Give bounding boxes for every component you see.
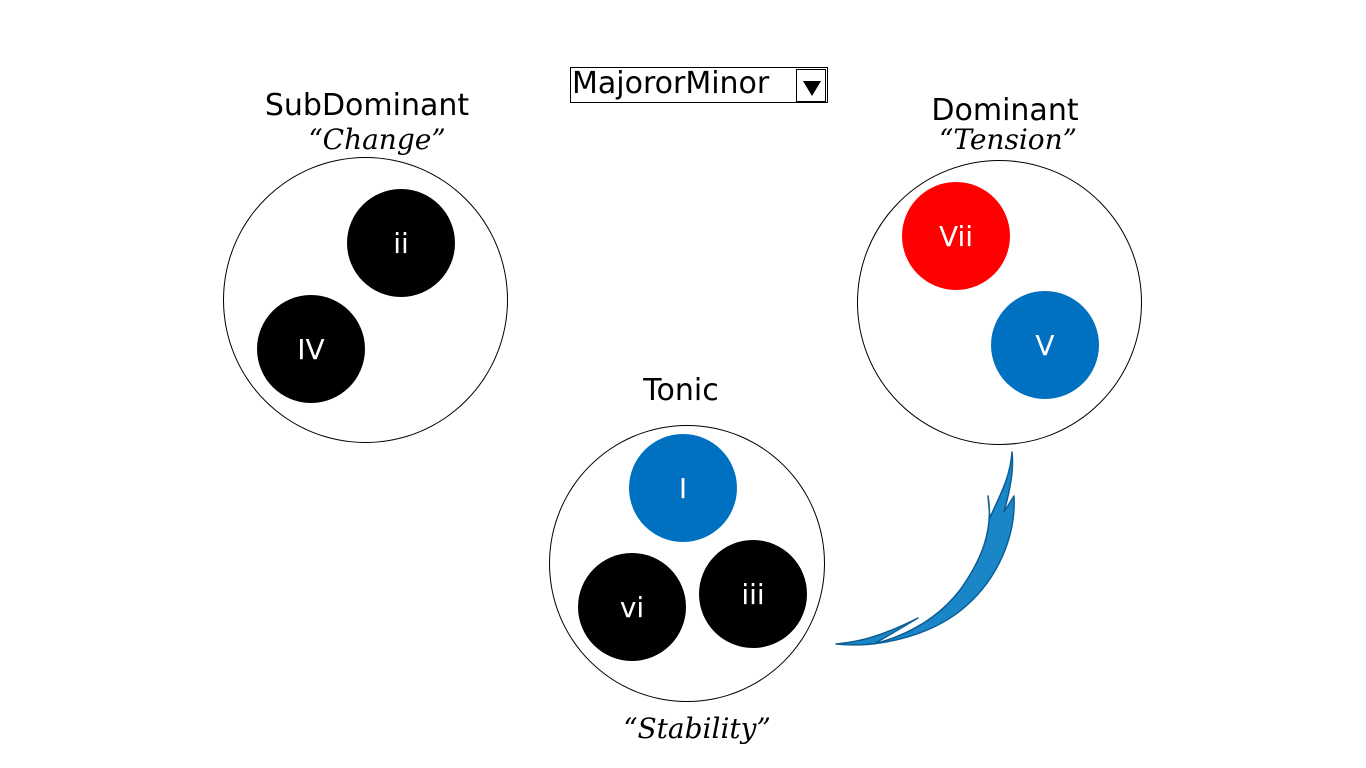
dominant-circle <box>857 160 1142 445</box>
chord-label: ii <box>393 226 409 260</box>
arrow-shape <box>835 451 1015 646</box>
chord-vi[interactable]: vi <box>578 553 686 661</box>
chord-label: iii <box>741 577 765 611</box>
dropdown-button[interactable] <box>796 69 826 102</box>
chord-label: Vii <box>938 219 974 253</box>
tonic-title: Tonic <box>643 373 719 408</box>
tonic-subtitle: “Stability” <box>623 712 771 745</box>
dominant-title: Dominant <box>931 93 1079 128</box>
chord-IV[interactable]: IV <box>257 295 365 403</box>
resolution-arrow-icon <box>835 451 1015 646</box>
mode-select[interactable]: MajororMinor <box>570 67 828 103</box>
subdominant-subtitle: “Change” <box>308 123 446 156</box>
triangle-down-icon <box>803 81 821 96</box>
chord-V[interactable]: V <box>991 291 1099 399</box>
chord-ii[interactable]: ii <box>347 189 455 297</box>
subdominant-circle <box>223 157 508 443</box>
dominant-subtitle: “Tension” <box>939 123 1077 156</box>
mode-select-value: MajororMinor <box>572 66 770 101</box>
chord-iii[interactable]: iii <box>699 540 807 648</box>
chord-I[interactable]: I <box>629 434 737 542</box>
chord-Vii[interactable]: Vii <box>902 182 1010 290</box>
subdominant-title: SubDominant <box>264 88 470 123</box>
chord-label: V <box>1035 328 1055 362</box>
chord-label: I <box>678 471 688 505</box>
chord-label: vi <box>619 590 645 624</box>
chord-label: IV <box>297 332 325 366</box>
